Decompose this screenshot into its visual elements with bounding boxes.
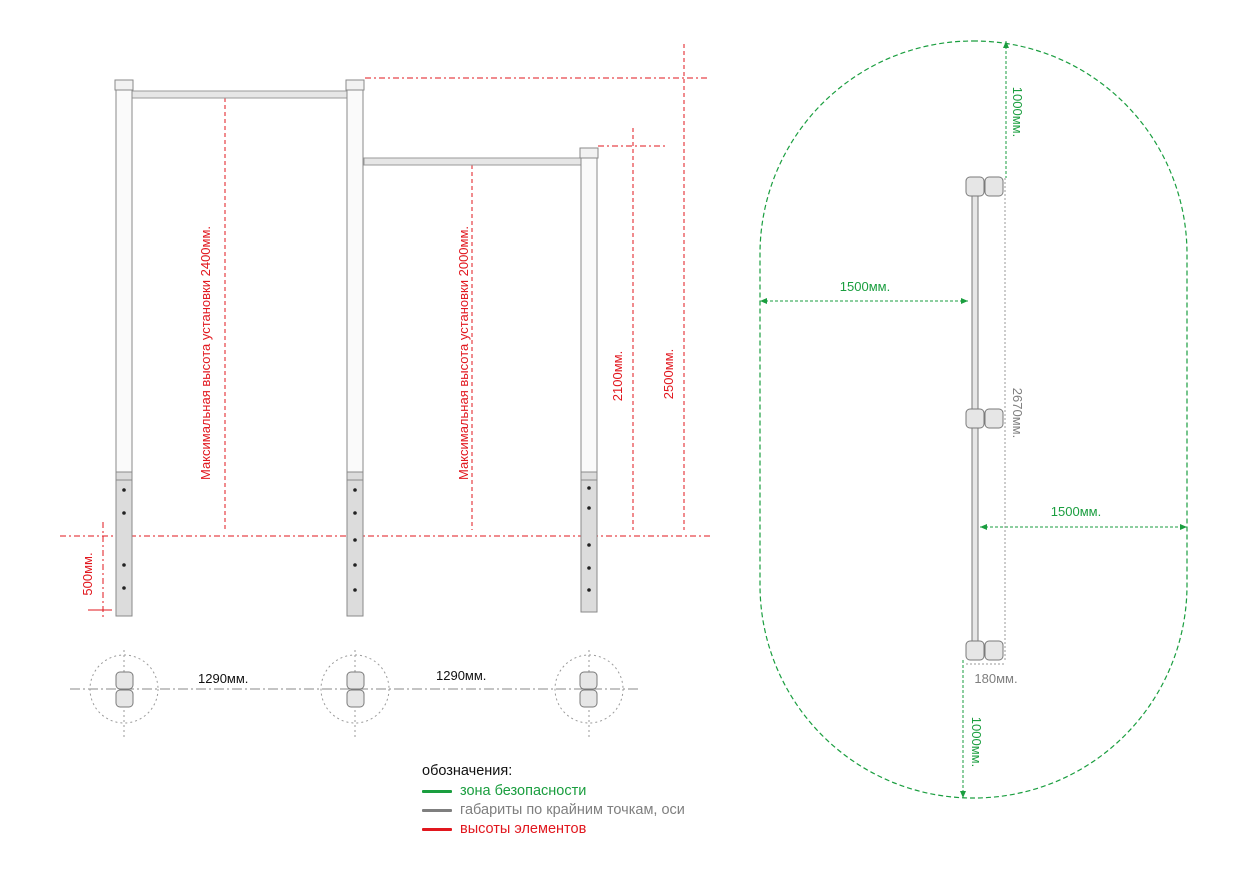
plan-view: 1000мм. 1000мм. 1500мм. 1500мм. 2670мм. …	[759, 40, 1188, 799]
post-right	[579, 147, 599, 613]
legend-swatch-dimensions	[422, 809, 452, 812]
legend-item-dimensions: габариты по крайним точкам, оси	[422, 801, 752, 820]
plan-label-left: 1500мм.	[840, 279, 890, 294]
high-bar	[131, 90, 349, 99]
legend-label-heights: высоты элементов	[460, 821, 587, 837]
footprint-right	[554, 650, 624, 740]
plan-label-bottom: 1000мм.	[969, 717, 984, 767]
dim-label-2500: 2500мм.	[661, 349, 676, 399]
legend-item-safety: зона безопасности	[422, 782, 752, 801]
plan-label-length: 2670мм.	[1010, 388, 1025, 438]
plan-label-right: 1500мм.	[1051, 504, 1101, 519]
plan-bar-lower	[971, 427, 979, 643]
footprint-view: 1290мм. 1290мм.	[70, 650, 640, 740]
dim-label-500: 500мм.	[80, 552, 95, 595]
plan-label-top: 1000мм.	[1010, 87, 1025, 137]
plan-post-middle	[965, 408, 1004, 429]
legend: обозначения: зона безопасности габариты …	[422, 762, 752, 839]
height-label-2400: Максимальная высота установки 2400мм.	[198, 226, 213, 480]
safety-zone-outline	[759, 40, 1188, 799]
spacing-label-left: 1290мм.	[198, 671, 248, 686]
height-label-2000: Максимальная высота установки 2000мм.	[456, 226, 471, 480]
footprint-middle	[320, 650, 390, 740]
plan-bar-upper	[971, 195, 979, 411]
legend-label-dimensions: габариты по крайним точкам, оси	[460, 802, 685, 818]
post-middle	[345, 79, 365, 617]
plan-label-width: 180мм.	[974, 671, 1017, 686]
front-view: Максимальная высота установки 2400мм. Ма…	[60, 44, 710, 620]
legend-item-heights: высоты элементов	[422, 820, 752, 839]
legend-title: обозначения:	[422, 763, 513, 779]
footprint-left	[89, 650, 159, 740]
dim-label-2100: 2100мм.	[610, 351, 625, 401]
legend-label-safety: зона безопасности	[460, 783, 587, 799]
plan-post-bottom	[965, 640, 1004, 661]
legend-swatch-heights	[422, 828, 452, 831]
low-bar	[363, 157, 583, 166]
spacing-label-right: 1290мм.	[436, 668, 486, 683]
post-left	[114, 79, 134, 617]
plan-post-top	[965, 176, 1004, 197]
legend-swatch-safety	[422, 790, 452, 793]
